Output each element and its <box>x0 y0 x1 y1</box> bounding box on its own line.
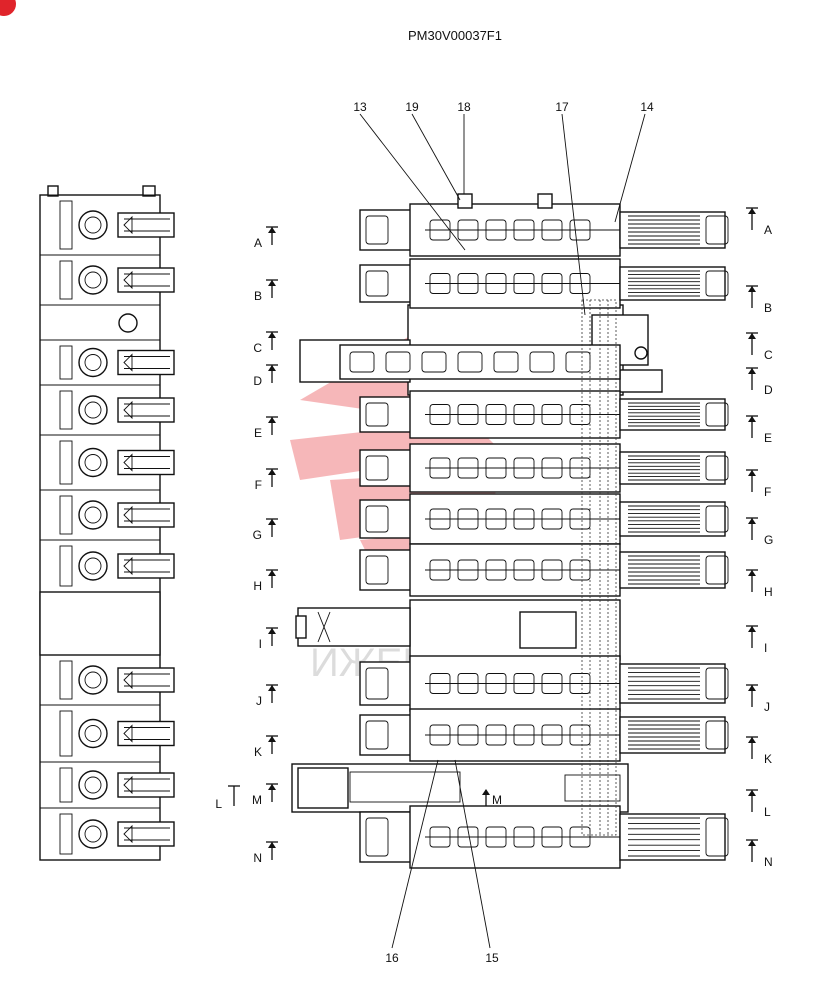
section-marker-G-right: G <box>746 517 773 547</box>
side-view-drawing <box>39 185 175 861</box>
callout-label: 17 <box>555 100 569 114</box>
section-marker-E-left: E <box>254 416 278 440</box>
section-letter: K <box>764 752 772 766</box>
section-marker-A-left: A <box>254 226 278 250</box>
section-letter: F <box>255 478 262 492</box>
section-letter: H <box>764 585 773 599</box>
section-marker-F-right: F <box>746 469 771 499</box>
section-letter: B <box>764 301 772 315</box>
inner-section-marker-M: M <box>482 789 502 807</box>
section-letter: L <box>764 805 771 819</box>
section-letter: I <box>764 641 767 655</box>
section-marker-B-left: B <box>254 279 278 303</box>
left-section-markers: A B C D E F G H I J K M N <box>252 226 278 865</box>
section-marker-D-left: D <box>253 364 278 388</box>
callout-label: 16 <box>385 951 399 965</box>
corner-badge-icon <box>0 0 16 16</box>
section-letter: M <box>252 793 262 807</box>
figure-code: PM30V00037F1 <box>408 28 502 43</box>
section-letter: G <box>253 528 262 542</box>
section-marker-H-right: H <box>746 569 773 599</box>
callout-leaders <box>359 113 646 949</box>
section-marker-I-right: I <box>746 625 767 655</box>
section-marker-D-right: D <box>746 367 773 397</box>
section-letter: A <box>254 236 262 250</box>
section-marker-I-left: I <box>259 627 278 651</box>
inner-letter: M <box>492 793 502 807</box>
main-valve-drawing <box>291 193 729 869</box>
section-marker-C-left: C <box>253 331 278 355</box>
right-section-markers: A B C D E F G H I J K L N <box>746 207 773 869</box>
section-letter: J <box>256 694 262 708</box>
section-marker-A-right: A <box>746 207 772 237</box>
section-marker-L-right: L <box>746 789 771 819</box>
section-letter: J <box>764 700 770 714</box>
callout-label: 19 <box>405 100 419 114</box>
section-letter: K <box>254 745 262 759</box>
section-marker-K-right: K <box>746 736 772 766</box>
section-letter: C <box>764 348 773 362</box>
callout-labels: 13 19 18 17 14 16 15 <box>353 100 654 965</box>
section-marker-C-right: C <box>746 332 773 362</box>
section-marker-L-left: L <box>215 785 240 811</box>
section-marker-H-left: H <box>253 569 278 593</box>
section-letter: N <box>764 855 773 869</box>
section-marker-J-right: J <box>746 684 770 714</box>
section-marker-J-left: J <box>256 684 278 708</box>
section-letter: C <box>253 341 262 355</box>
section-marker-N-left: N <box>253 841 278 865</box>
section-letter: E <box>764 431 772 445</box>
section-letter: D <box>764 383 773 397</box>
section-marker-K-left: K <box>254 735 278 759</box>
section-letter: F <box>764 485 771 499</box>
section-letter: I <box>259 637 262 651</box>
section-marker-F-left: F <box>255 468 278 492</box>
callout-label: 15 <box>485 951 499 965</box>
section-letter: L <box>215 797 222 811</box>
callout-label: 18 <box>457 100 471 114</box>
section-marker-B-right: B <box>746 285 772 315</box>
callout-label: 14 <box>640 100 654 114</box>
section-letter: A <box>764 223 772 237</box>
section-marker-N-right: N <box>746 839 773 869</box>
section-letter: E <box>254 426 262 440</box>
callout-label: 13 <box>353 100 367 114</box>
section-marker-E-right: E <box>746 415 772 445</box>
section-letter: H <box>253 579 262 593</box>
section-letter: G <box>764 533 773 547</box>
section-marker-G-left: G <box>253 518 278 542</box>
section-letter: B <box>254 289 262 303</box>
section-letter: D <box>253 374 262 388</box>
section-marker-M-left: M <box>252 783 278 807</box>
section-letter: N <box>253 851 262 865</box>
